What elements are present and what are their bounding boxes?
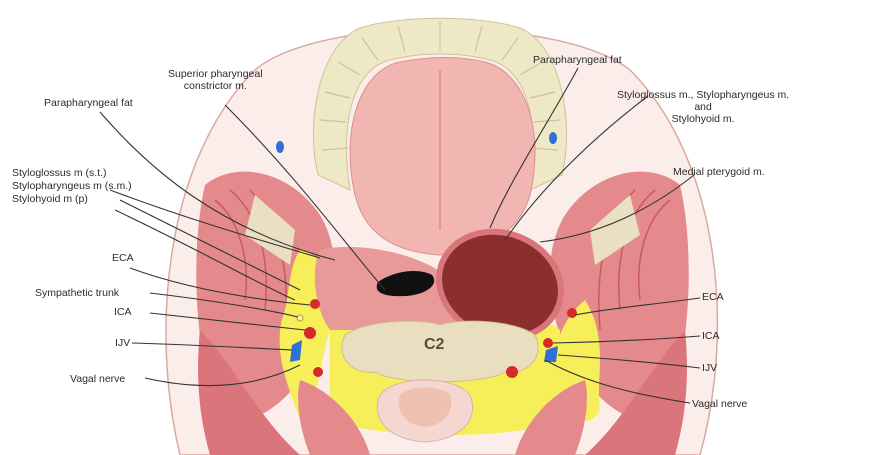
label-styloglossus-right: Styloglossus m., Stylopharyngeus m. and … — [617, 89, 789, 125]
right-ica-vessel — [543, 338, 553, 348]
label-eca-right: ECA — [702, 291, 724, 303]
label-eca-left: ECA — [112, 252, 134, 264]
label-vagal-nerve-right: Vagal nerve — [692, 398, 747, 410]
label-sympathetic-trunk: Sympathetic trunk — [35, 287, 119, 299]
label-vertebra-c2: C2 — [424, 336, 444, 354]
label-stylohyoid-left: Stylohyoid m (p) — [12, 193, 88, 205]
label-ijv-right: IJV — [702, 362, 717, 374]
label-ijv-left: IJV — [115, 337, 130, 349]
left-ica-vessel — [304, 327, 316, 339]
label-superior-pharyngeal-constrictor: Superior pharyngeal constrictor m. — [168, 68, 263, 92]
label-styloglossus-left: Styloglossus m (s.t.) — [12, 167, 107, 179]
right-eca-vessel — [567, 308, 577, 318]
label-medial-pterygoid: Medial pterygoid m. — [673, 166, 765, 178]
label-ica-right: ICA — [702, 330, 720, 342]
label-parapharyngeal-fat-right: Parapharyngeal fat — [533, 54, 622, 66]
label-parapharyngeal-fat-left: Parapharyngeal fat — [44, 97, 133, 109]
left-eca-vessel — [310, 299, 320, 309]
label-ica-left: ICA — [114, 306, 132, 318]
label-stylopharyngeus-left: Stylopharyngeus m (s.m.) — [12, 180, 132, 192]
label-vagal-nerve-left: Vagal nerve — [70, 373, 125, 385]
tongue — [350, 58, 535, 256]
